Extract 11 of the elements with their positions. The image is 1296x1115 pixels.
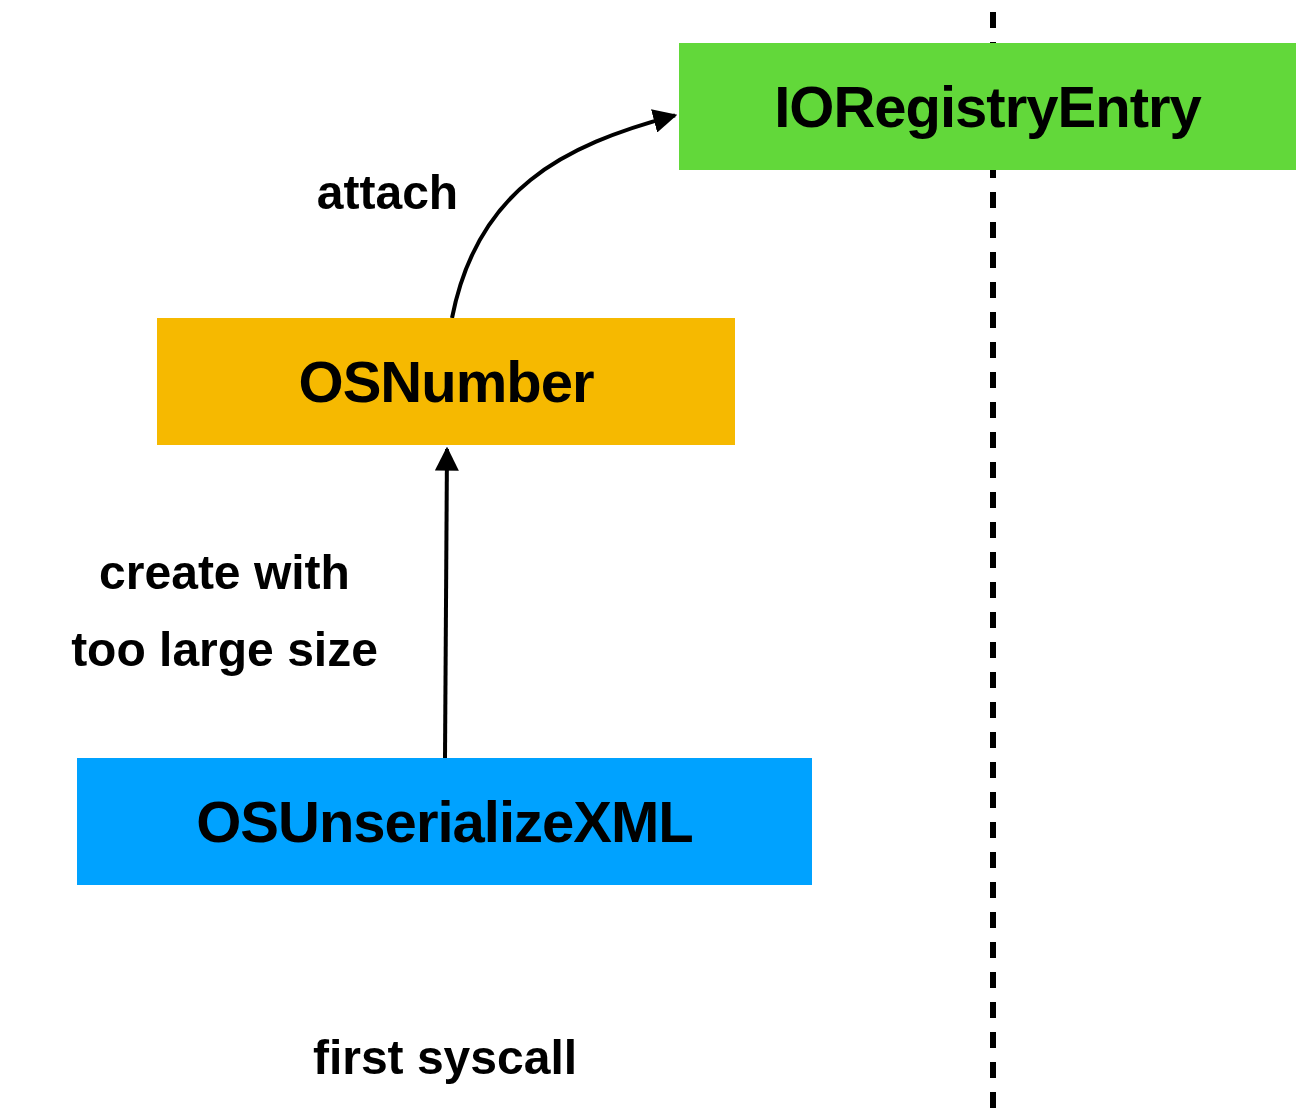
class-name: OSNumber [298, 348, 594, 416]
caption-label: first syscall [311, 1030, 579, 1086]
arrow [434, 446, 459, 758]
arrow [450, 109, 678, 319]
class-box [77, 758, 812, 885]
class-name: IORegistryEntry [774, 73, 1201, 141]
class-name: OSUnserializeXML [196, 788, 693, 856]
class-box [157, 318, 735, 445]
edge-label: create with too large size [70, 545, 379, 678]
edge-label: attach [315, 165, 460, 221]
class-box [679, 43, 1296, 170]
